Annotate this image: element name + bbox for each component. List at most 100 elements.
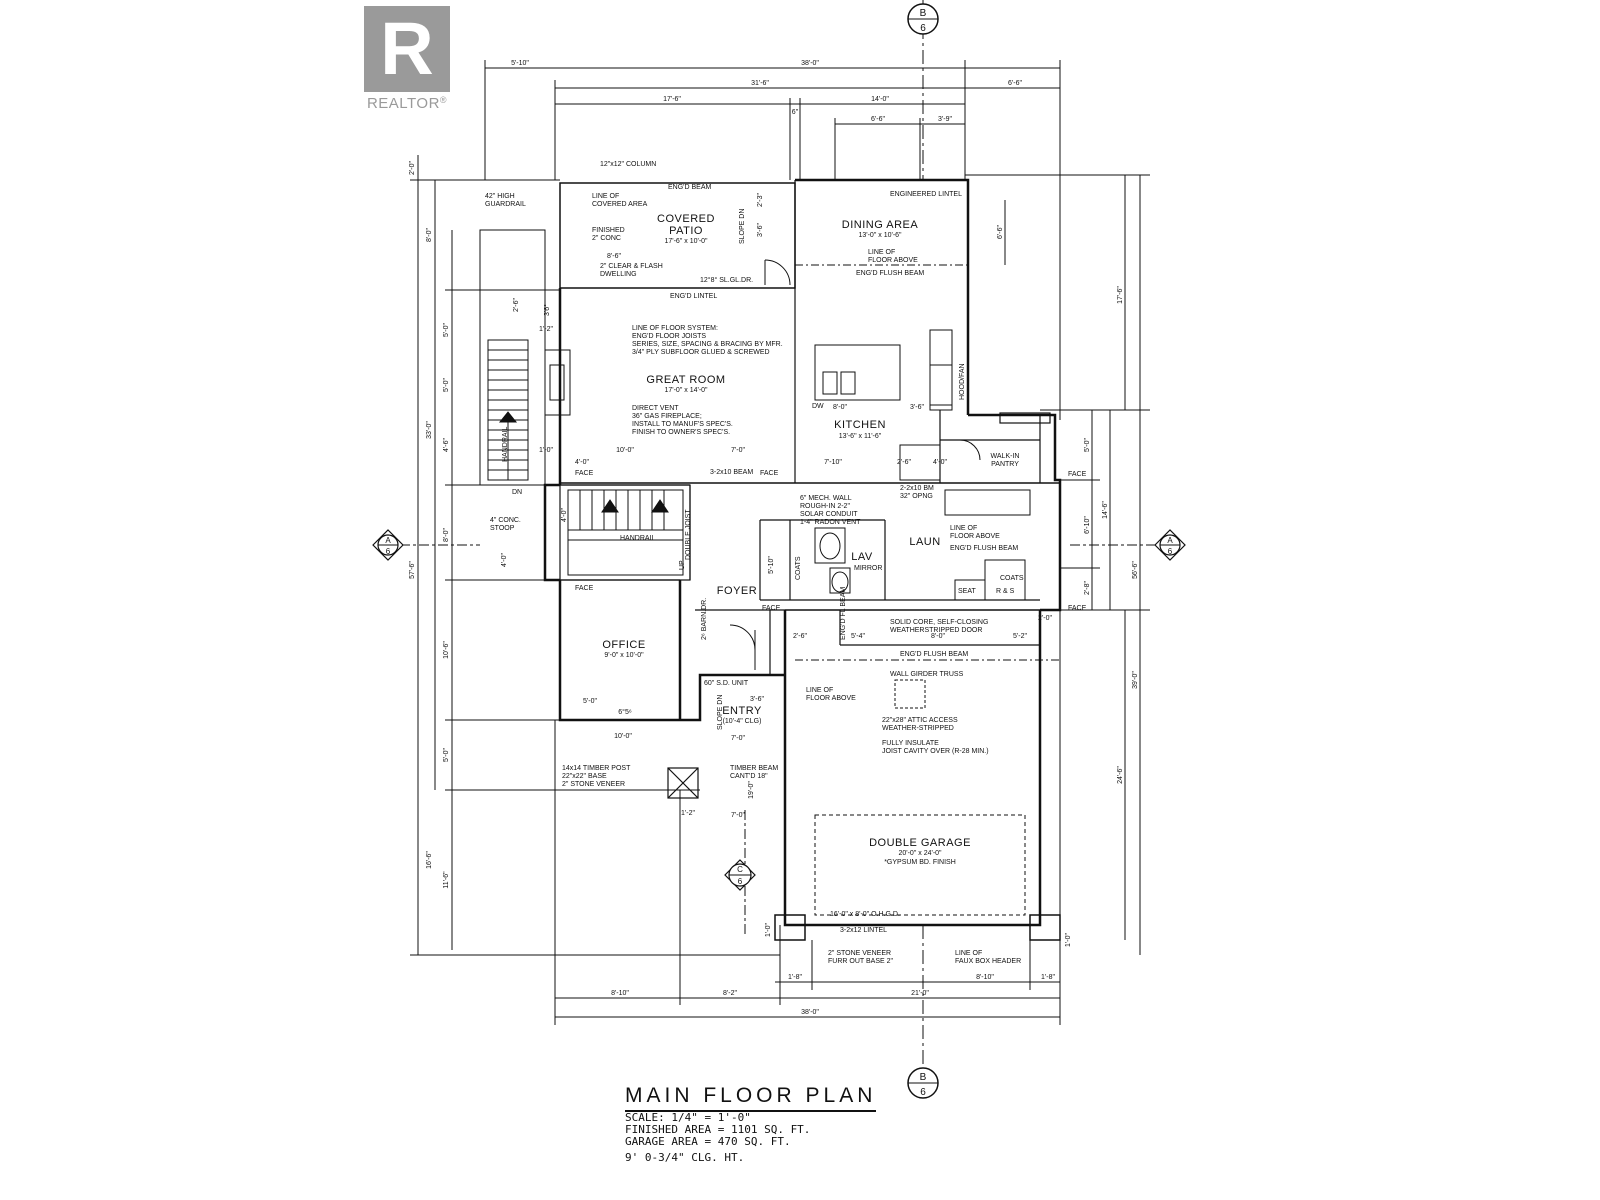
note-up: UP [679,560,686,570]
interior-stair [567,489,684,576]
dim-laun-b: 5'-4" [851,633,865,640]
note-mech-wall-4: 1-4" RADON VENT [800,519,861,526]
note-mech-wall-1: 6" MECH. WALL [800,495,852,502]
dim-top-e: 6" [792,109,799,116]
note-flush-beam: ENG'D FLUSH BEAM [856,270,924,277]
note-barn-dr: 2⁶ BARN.DR. [701,598,708,640]
dim-bottom-a: 8'-10" [611,990,629,997]
dim-top-main: 31'-6" [751,80,769,87]
dim-office-a: 5'-0" [583,698,597,705]
note-stone-veneer-2: FURR OUT BASE 2" [828,958,893,965]
dim-porch-b: 19'-0" [748,781,755,799]
note-solid-core-2: WEATHERSTRIPPED DOOR [890,627,982,634]
dim-stair-d: 2'-6" [513,298,520,312]
dim-right-total: 56'-6" [1132,561,1139,579]
note-wall-girder: WALL GIRDER TRUSS [890,671,964,678]
dim-garage-b: 1'-0" [1065,933,1072,947]
dim-kit-e: 4'-0" [933,459,947,466]
realtor-logo: R REALTOR® [364,6,450,118]
dim-kit-b: 3'-6" [910,404,924,411]
note-floor-system-2: ENG'D FLOOR JOISTS [632,333,706,340]
note-stone-veneer-1: 2" STONE VENEER [828,950,891,957]
fireplace [544,349,571,416]
note-faux-box-1: LINE OF [955,950,982,957]
note-covered-line-1: LINE OF [592,193,619,200]
dim-kit-a: 8'-0" [833,404,847,411]
note-attic-2: WEATHER-STRIPPED [882,725,954,732]
size-great-room: 17'-0" x 14'-0" [664,387,708,394]
dim-top-right: 6'-6" [1008,80,1022,87]
dim-entry-b: 7'-0" [731,735,745,742]
note-patio-door: 12°8° SL.GL.DR. [700,276,753,284]
section-marker-b-bottom: B 6 [907,925,939,1099]
dim-left-total: 57'-6" [409,561,416,579]
dim-stair-e: 1'-2" [539,326,553,333]
label-entry: ENTRY [722,705,762,717]
dim-right-f: 5'-0" [1084,438,1091,452]
note-face-3: FACE [1068,471,1087,478]
note-handrail-ext: HANDRAIL [502,426,509,462]
dim-office-b: 6°5⁶ [618,708,632,716]
note-floor-system-4: 3/4" PLY SUBFLOOR GLUED & SCREWED [632,349,770,356]
label-covered-patio-2: PATIO [669,225,703,237]
note-timber-post-1: 14x14 TIMBER POST [562,765,631,772]
note-floor-above-1: LINE OF [868,249,895,256]
title-block: MAIN FLOOR PLAN SCALE: 1/4" = 1'-0" FINI… [625,1084,925,1164]
note-stoop-2: STOOP [490,525,515,532]
dimension-labels: 5'-10" 38'-0" 31'-6" 6'-6" 17'-6" 14'-0"… [409,60,1139,1016]
note-fireplace-1: DIRECT VENT [632,405,679,412]
note-hood-fan: HOOD/FAN [959,363,966,400]
note-stoop-1: 4" CONC. [490,517,521,524]
dim-bottom-b: 8'-2" [723,990,737,997]
label-pantry-2: PANTRY [991,461,1019,468]
section-marker-a-right: A 6 [1070,529,1186,561]
note-engineered-lintel: ENGINEERED LINTEL [890,191,962,198]
size-office: 9'-0" x 10'-0" [604,652,644,659]
section-marker-b-top: B 6 [907,0,939,180]
marker-a-right-sheet: 6 [1168,547,1173,556]
note-engd-lintel: ENG'D LINTEL [670,293,717,300]
note-laun-floor-above-2: FLOOR ABOVE [950,533,1000,540]
label-office: OFFICE [602,639,645,651]
note-timber-beam-2: CANT'D 18" [730,773,768,780]
dim-stair-b: 4'-0" [561,508,568,522]
label-dining: DINING AREA [842,219,919,231]
dim-laun-e: 2'-0" [1038,615,1052,622]
dim-left-lower: 16'-6" [426,851,433,869]
note-insulate-2: JOIST CAVITY OVER (R-28 MIN.) [882,748,989,755]
dim-bottom-e: 1'-8" [788,974,802,981]
note-opng: 32" OPNG [900,493,933,500]
note-ohgd: 16'-0" x 8'-0" O.H.G.D. [830,911,900,918]
section-marker-c: C 6 [724,810,756,935]
note-clear-flash-1: 2" CLEAR & FLASH [600,263,663,270]
dim-stair-c: 4'-0" [501,553,508,567]
size-entry: (10'-4" CLG) [723,718,762,725]
size-covered-patio: 17'-6" x 10'-0" [664,238,708,245]
size-kitchen: 13'-6" x 11'-6" [839,433,882,440]
realtor-logo-letter: R [380,7,434,90]
dim-left-upper: 33'-0" [426,421,433,439]
note-laun-flush-bm: ENG'D FLUSH BEAM [950,545,1018,552]
note-mirror: MIRROR [854,565,882,572]
realtor-brand: REALTOR [366,95,440,112]
note-face-4: FACE [1068,605,1087,612]
dim-left-g: 10'-6" [443,641,450,659]
dim-stair-g: 3'6° [543,304,551,316]
note-double-joist: DOUBLE JOIST [685,509,692,560]
dim-right-d: 24'-6" [1117,766,1124,784]
marker-a-left-letter: A [385,536,391,545]
note-insulate-1: FULLY INSULATE [882,740,939,747]
dim-bottom-c: 21'-0" [911,990,929,997]
note-face-5: FACE [575,585,594,592]
note-coats-2: COATS [795,556,802,580]
dim-left-a: 2'-0" [409,161,416,175]
dim-patio-a: 8'-6" [607,253,621,260]
note-face-1: FACE [575,470,594,477]
note-timber-beam-1: TIMBER BEAM [730,765,778,772]
dim-great-b: 7'-0" [731,447,745,454]
marker-b-bottom-sheet: 6 [920,1087,926,1098]
note-floor-system-3: SERIES, SIZE, SPACING & BRACING BY MFR. [632,341,783,348]
dim-kit-d: 2'-6" [897,459,911,466]
label-great-room: GREAT ROOM [646,374,725,386]
